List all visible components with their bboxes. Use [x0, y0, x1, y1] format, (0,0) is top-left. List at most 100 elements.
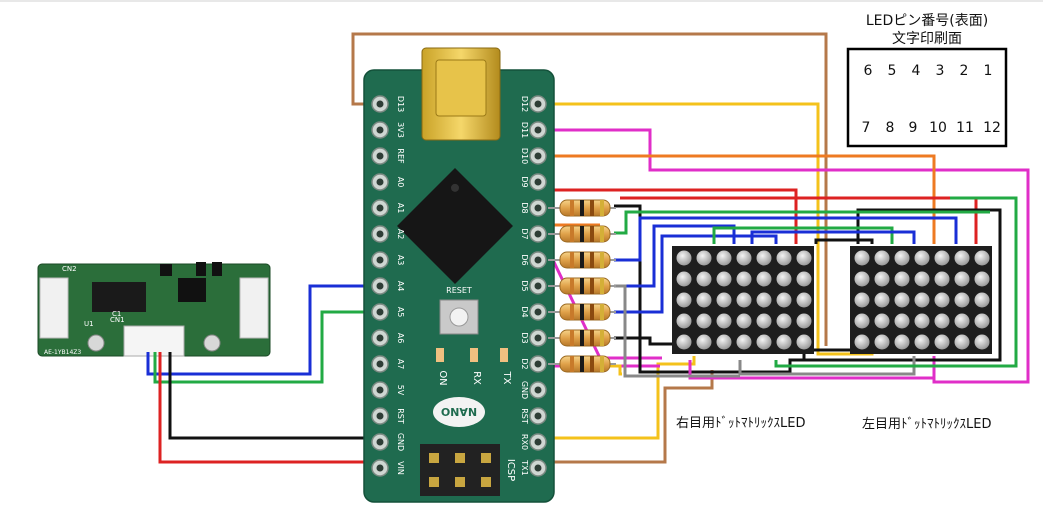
matrix-led [676, 313, 692, 329]
pin-label-right: RX0 [520, 434, 529, 450]
legend-pin: 7 [862, 120, 871, 136]
pin-label-left: A5 [396, 307, 405, 318]
matrix-led [796, 334, 812, 350]
matrix-led [676, 271, 692, 287]
wire-green-r2 [614, 210, 990, 235]
icsp-label: ICSP [505, 459, 516, 481]
legend-pin: 5 [888, 63, 897, 79]
resistor-band [590, 252, 594, 268]
matrix-led [716, 250, 732, 266]
matrix-led [914, 292, 930, 308]
icsp-pins [429, 453, 491, 487]
icsp-pin [429, 477, 439, 487]
resistor-band [570, 226, 574, 242]
matrix-led [776, 271, 792, 287]
matrix-led [934, 292, 950, 308]
matrix-led [914, 250, 930, 266]
led-on [436, 348, 444, 362]
resistor-band [580, 226, 584, 242]
pin-hole-center [534, 178, 542, 186]
pin-hole-center [376, 360, 384, 368]
module-cn1-connector [123, 325, 185, 357]
wire-magenta-low [688, 360, 934, 380]
wire-blue-r5 [614, 234, 778, 314]
pin-label-right: D4 [520, 306, 529, 317]
module-part [212, 262, 222, 276]
pin-hole-center [534, 360, 542, 368]
wire-gray-r4 [614, 284, 740, 378]
matrix-led [716, 334, 732, 350]
pin-hole-center [534, 126, 542, 134]
pin-hole-center [534, 334, 542, 342]
matrix-led [796, 313, 812, 329]
matrix-led [756, 250, 772, 266]
module-c1-label: C1 [112, 310, 121, 318]
resistor-band [590, 330, 594, 346]
matrix-led [894, 250, 910, 266]
pin-hole-center [376, 386, 384, 394]
matrix-led [934, 334, 950, 350]
module-cn2-label: CN2 [62, 265, 77, 273]
matrix-led [874, 313, 890, 329]
top-divider [0, 0, 1043, 2]
module-part [196, 262, 206, 276]
matrix-led [954, 271, 970, 287]
matrix-led [796, 271, 812, 287]
pin-label-right: D3 [520, 332, 529, 343]
pin-hole-center [376, 438, 384, 446]
mcu-chip [397, 168, 513, 284]
matrix-led [696, 250, 712, 266]
matrix-led [716, 292, 732, 308]
resistor-band [570, 356, 574, 372]
pin-label-left: A6 [396, 333, 405, 344]
matrix-led [756, 271, 772, 287]
matrix-led [736, 271, 752, 287]
reset-label: RESET [446, 286, 472, 295]
pin-hole-center [376, 412, 384, 420]
wire-blue-top [750, 230, 916, 244]
pin-hole-center [376, 334, 384, 342]
matrix-led [934, 313, 950, 329]
legend-box [846, 47, 1008, 148]
pin-hole-center [376, 126, 384, 134]
matrix-led [934, 271, 950, 287]
resistor-band [590, 200, 594, 216]
reset-button [439, 299, 479, 335]
pin-label-left: D13 [396, 96, 405, 112]
pin-number-legend: LEDピン番号(表面) 文字印刷面 6 5 4 3 2 1 7 8 9 10 1… [846, 13, 1008, 148]
pin-label-right: D11 [520, 122, 529, 138]
matrix-led [736, 313, 752, 329]
matrix-led [934, 250, 950, 266]
module-chip-u1 [92, 282, 146, 312]
wire-blue-module [146, 284, 378, 376]
legend-pin: 6 [864, 63, 873, 79]
pin-label-left: VIN [396, 461, 405, 475]
icsp-pin [455, 477, 465, 487]
matrix-led [696, 271, 712, 287]
matrix-led [894, 334, 910, 350]
pin-label-right: D2 [520, 358, 529, 369]
pin-hole-center [376, 152, 384, 160]
matrix-led [676, 292, 692, 308]
matrix-led [676, 250, 692, 266]
matrix-led [954, 313, 970, 329]
pin-label-left: A3 [396, 255, 405, 266]
icsp-pin [481, 453, 491, 463]
led-tx [500, 348, 508, 362]
matrix-led [854, 292, 870, 308]
wire-blue-r3 [614, 216, 958, 262]
matrix-led [676, 334, 692, 350]
led-on-label: ON [437, 370, 448, 385]
pin-hole-center [534, 204, 542, 212]
wire-black-module [168, 352, 378, 440]
module-chip-2 [178, 278, 206, 302]
wire-green-module [153, 310, 378, 384]
pin-hole-center [534, 282, 542, 290]
right-eye-label: 右目用ﾄﾞｯﾄﾏﾄﾘｯｸｽLED [676, 416, 805, 431]
matrix-led [894, 292, 910, 308]
pin-hole-center [534, 386, 542, 394]
sensor-module: CN2 CN1 C1 U1 AE-1YB14Z3 [37, 262, 271, 357]
